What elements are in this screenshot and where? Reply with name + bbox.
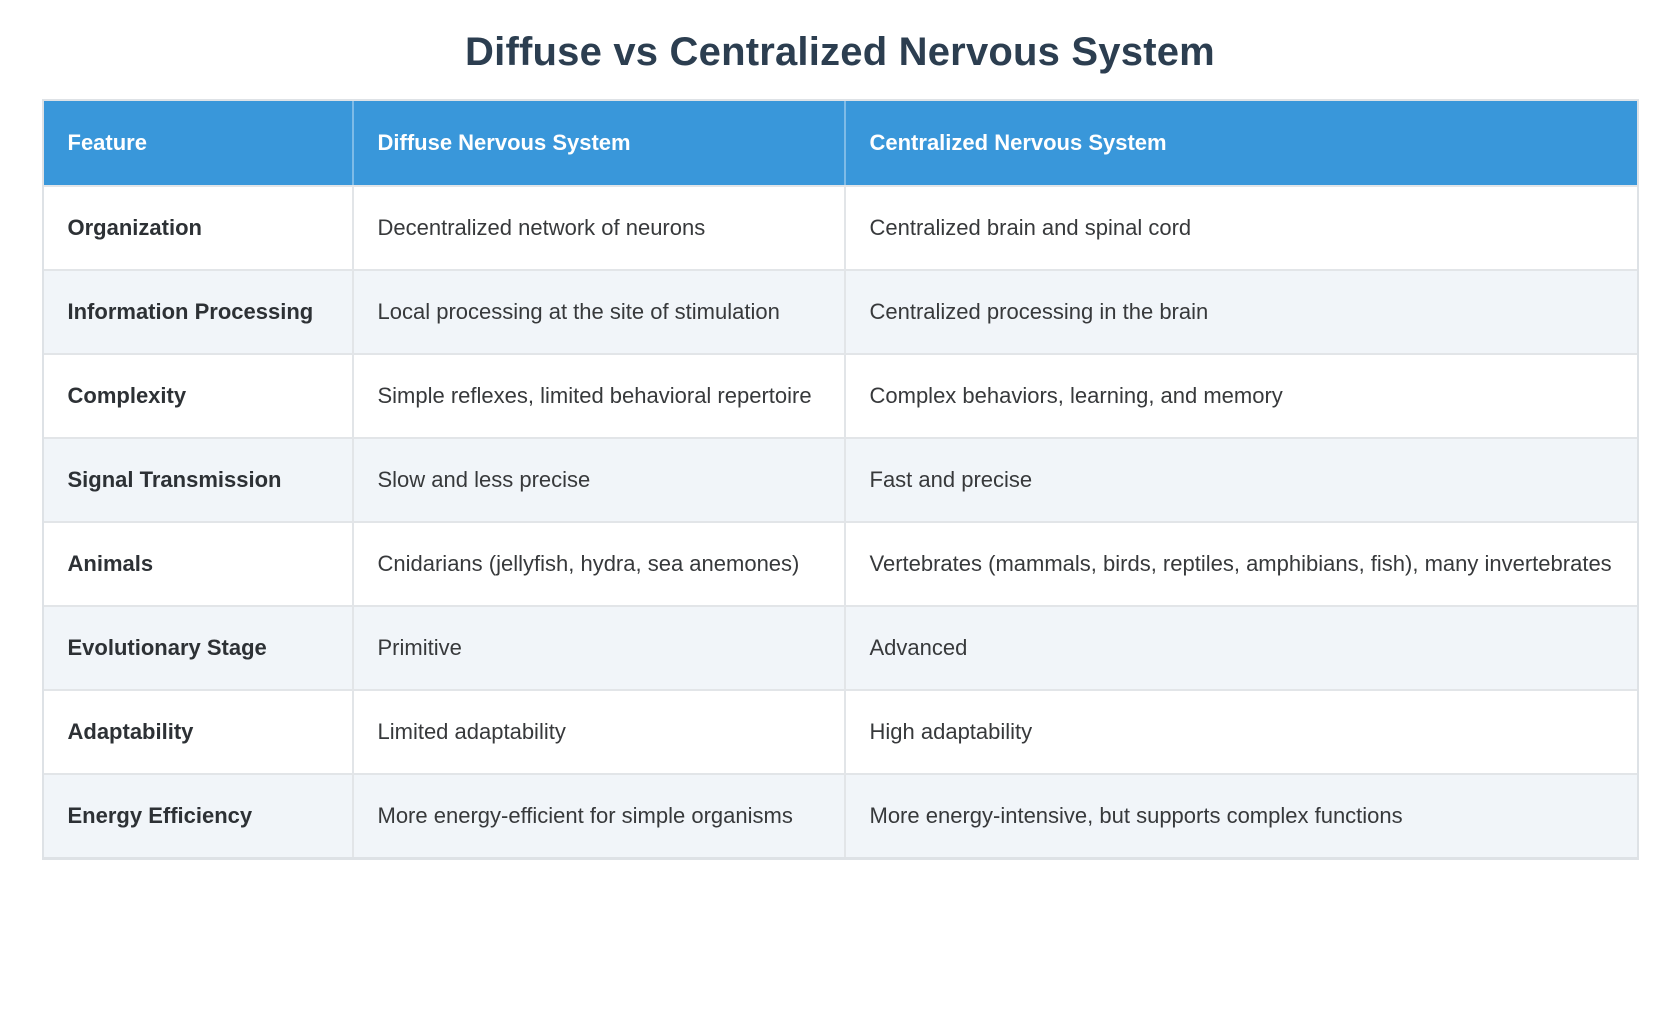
- centralized-cell: Fast and precise: [845, 437, 1637, 521]
- diffuse-cell: Local processing at the site of stimulat…: [353, 269, 846, 353]
- centralized-cell: More energy-intensive, but supports comp…: [845, 773, 1637, 857]
- centralized-cell: Complex behaviors, learning, and memory: [845, 353, 1637, 437]
- diffuse-cell: Primitive: [353, 605, 846, 689]
- feature-cell: Animals: [43, 521, 354, 605]
- centralized-cell: High adaptability: [845, 689, 1637, 773]
- feature-cell: Information Processing: [43, 269, 354, 353]
- column-header-diffuse: Diffuse Nervous System: [353, 101, 846, 185]
- centralized-cell: Vertebrates (mammals, birds, reptiles, a…: [845, 521, 1637, 605]
- column-header-centralized: Centralized Nervous System: [845, 101, 1637, 185]
- diffuse-cell: Decentralized network of neurons: [353, 185, 846, 269]
- diffuse-cell: Cnidarians (jellyfish, hydra, sea anemon…: [353, 521, 846, 605]
- diffuse-cell: Limited adaptability: [353, 689, 846, 773]
- diffuse-cell: Slow and less precise: [353, 437, 846, 521]
- diffuse-cell: Simple reflexes, limited behavioral repe…: [353, 353, 846, 437]
- centralized-cell: Centralized processing in the brain: [845, 269, 1637, 353]
- diffuse-cell: More energy-efficient for simple organis…: [353, 773, 846, 857]
- page-title: Diffuse vs Centralized Nervous System: [465, 30, 1215, 74]
- feature-cell: Complexity: [43, 353, 354, 437]
- header-row: Feature Diffuse Nervous System Centraliz…: [43, 101, 1637, 185]
- feature-cell: Organization: [43, 185, 354, 269]
- feature-cell: Evolutionary Stage: [43, 605, 354, 689]
- centralized-cell: Centralized brain and spinal cord: [845, 185, 1637, 269]
- comparison-table: Feature Diffuse Nervous System Centraliz…: [41, 99, 1639, 860]
- feature-cell: Signal Transmission: [43, 437, 354, 521]
- feature-cell: Energy Efficiency: [43, 773, 354, 857]
- centralized-cell: Advanced: [845, 605, 1637, 689]
- feature-cell: Adaptability: [43, 689, 354, 773]
- column-header-feature: Feature: [43, 101, 354, 185]
- table-header: Feature Diffuse Nervous System Centraliz…: [43, 101, 1637, 185]
